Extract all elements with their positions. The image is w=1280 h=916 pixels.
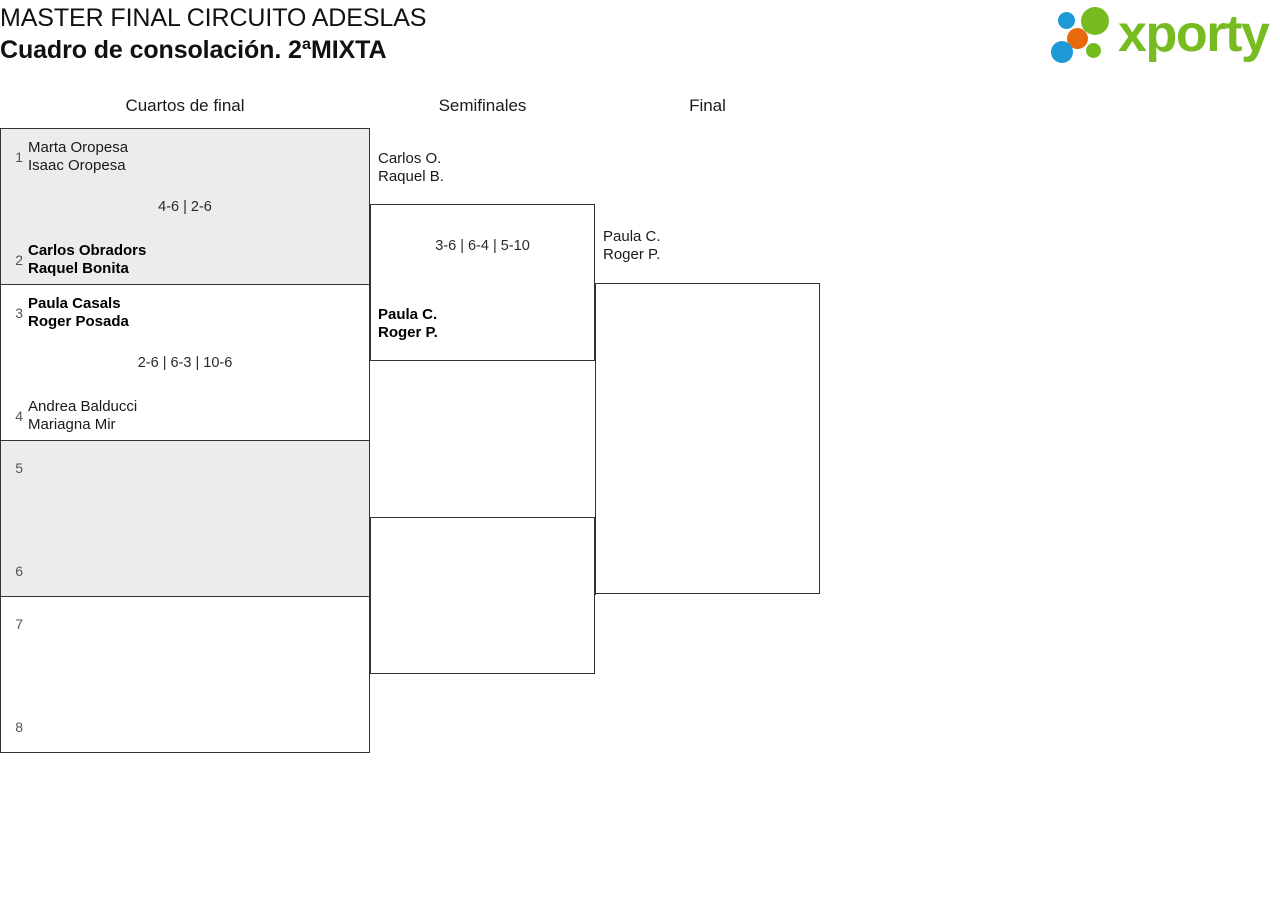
match-qf4-top-seed: 7 xyxy=(15,615,23,632)
match-qf3[interactable]: 5 6 xyxy=(0,440,370,597)
connector-qf1-to-sf1 xyxy=(370,205,371,206)
match-qf4[interactable]: 7 8 xyxy=(0,596,370,753)
match-sf2[interactable] xyxy=(370,517,595,674)
match-final[interactable] xyxy=(595,283,820,594)
match-qf1-top-seed: 1 xyxy=(15,148,23,165)
match-qf2-bottom-names: Andrea Balducci Mariagna Mir xyxy=(28,398,138,433)
match-qf1-top-names: Marta Oropesa Isaac Oropesa xyxy=(28,139,129,174)
xporty-logo[interactable]: xporty xyxy=(1046,5,1276,66)
match-qf4-bottom-competitor[interactable]: 8 xyxy=(1,716,369,738)
connector-sf1-out xyxy=(595,283,596,284)
round-header-semifinals: Semifinales xyxy=(438,96,527,115)
bracket-subtitle: Cuadro de consolación. 2ªMIXTA xyxy=(0,36,387,64)
match-qf2-top-seed: 3 xyxy=(15,304,23,321)
round-header-quarterfinals: Cuartos de final xyxy=(125,96,245,115)
page-title: MASTER FINAL CIRCUITO ADESLAS Cuadro de … xyxy=(0,2,426,66)
round-header-final: Final xyxy=(689,96,726,115)
match-qf4-bottom-seed: 8 xyxy=(15,718,23,735)
match-qf2-top-names: Paula Casals Roger Posada xyxy=(28,295,129,330)
logo-dot-blue-top xyxy=(1058,12,1075,29)
logo-dot-orange xyxy=(1067,28,1088,49)
match-qf2-bottom-competitor[interactable]: 4 Andrea Balducci Mariagna Mir xyxy=(1,396,369,436)
match-qf2[interactable]: 3 Paula Casals Roger Posada 2-6 | 6-3 | … xyxy=(0,284,370,441)
match-final-top-names: Paula C. Roger P. xyxy=(603,228,661,263)
connector-sf2-out xyxy=(595,594,596,595)
match-qf3-bottom-seed: 6 xyxy=(15,562,23,579)
match-qf3-bottom-competitor[interactable]: 6 xyxy=(1,560,369,582)
match-qf2-top-competitor[interactable]: 3 Paula Casals Roger Posada xyxy=(1,293,369,333)
match-final-top-competitor[interactable]: Paula C. Roger P. xyxy=(595,226,820,266)
logo-dot-green-large xyxy=(1081,7,1109,35)
match-final-bottom-competitor[interactable] xyxy=(595,612,820,652)
page-header: MASTER FINAL CIRCUITO ADESLAS Cuadro de … xyxy=(0,0,1280,78)
match-qf2-score: 2-6 | 6-3 | 10-6 xyxy=(137,355,233,371)
match-sf1[interactable]: 3-6 | 6-4 | 5-10 xyxy=(370,204,595,361)
match-sf1-top-names: Carlos O. Raquel B. xyxy=(378,150,444,185)
match-qf1-score: 4-6 | 2-6 xyxy=(158,199,212,215)
match-qf3-top-competitor[interactable]: 5 xyxy=(1,457,369,479)
match-qf1-top-competitor[interactable]: 1 Marta Oropesa Isaac Oropesa xyxy=(1,137,369,177)
logo-dots-icon xyxy=(1046,6,1122,66)
match-sf1-bottom-competitor[interactable]: Paula C. Roger P. xyxy=(370,304,595,344)
match-sf1-bottom-names: Paula C. Roger P. xyxy=(378,306,438,341)
match-qf1-bottom-names: Carlos Obradors Raquel Bonita xyxy=(28,242,147,277)
match-sf2-top-competitor[interactable] xyxy=(370,461,595,501)
logo-dot-blue-bottom xyxy=(1051,41,1073,63)
match-sf1-score: 3-6 | 6-4 | 5-10 xyxy=(435,238,530,254)
tournament-name: MASTER FINAL CIRCUITO ADESLAS xyxy=(0,4,427,32)
match-qf1[interactable]: 1 Marta Oropesa Isaac Oropesa 4-6 | 2-6 … xyxy=(0,128,370,285)
logo-dot-green-small xyxy=(1086,43,1101,58)
logo-wordmark: xporty xyxy=(1118,5,1270,63)
match-qf1-bottom-competitor[interactable]: 2 Carlos Obradors Raquel Bonita xyxy=(1,240,369,280)
match-sf2-bottom-competitor[interactable] xyxy=(370,617,595,657)
match-qf4-top-competitor[interactable]: 7 xyxy=(1,613,369,635)
match-qf3-top-seed: 5 xyxy=(15,459,23,476)
match-qf1-bottom-seed: 2 xyxy=(15,251,23,268)
match-qf2-bottom-seed: 4 xyxy=(15,407,23,424)
match-sf1-top-competitor[interactable]: Carlos O. Raquel B. xyxy=(370,148,595,188)
